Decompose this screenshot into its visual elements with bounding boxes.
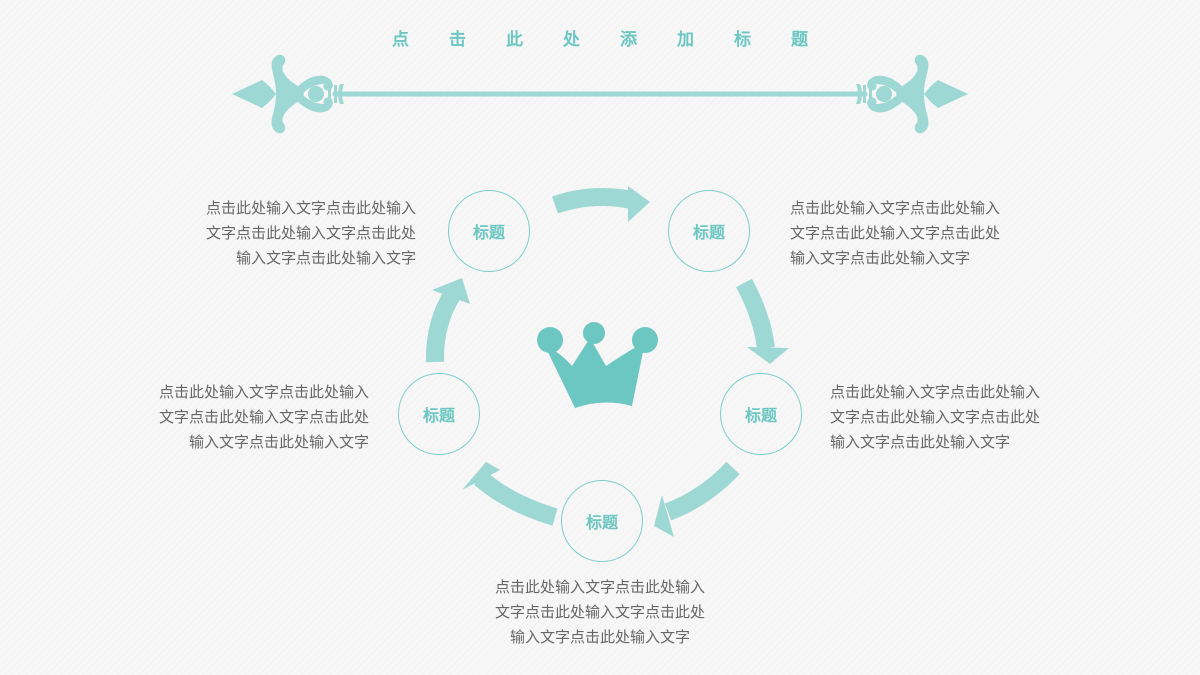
- arrowhead-left: [432, 278, 470, 304]
- arrow-bottom-left: [474, 471, 558, 526]
- desc-left: 点击此处输入文字点击此处输入文字点击此处输入文字点击此处输入文字点击此处输入文字: [158, 383, 369, 451]
- cycle-arrows: [425, 188, 775, 526]
- arrow-left: [425, 287, 462, 363]
- desc-top-right: 点击此处输入文字点击此处输入文字点击此处输入文字点击此处输入文字点击此处输入文字: [790, 199, 1001, 267]
- ornament-right-icon: [856, 54, 968, 134]
- node-top-right: 标题: [668, 190, 750, 272]
- desc-right: 点击此处输入文字点击此处输入文字点击此处输入文字点击此处输入文字点击此处输入文字: [830, 383, 1041, 451]
- arrowhead-bottom-left: [462, 462, 500, 490]
- crown-icon: [537, 322, 658, 408]
- node-top-left: 标题: [448, 190, 530, 272]
- header-divider: [232, 54, 968, 134]
- arrow-right-upper: [736, 278, 775, 350]
- arrowhead-top: [628, 186, 650, 222]
- arrow-top: [552, 188, 634, 214]
- node-right: 标题: [720, 373, 802, 455]
- desc-bottom: 点击此处输入文字点击此处输入文字点击此处输入文字点击此处输入文字点击此处输入文字: [494, 578, 705, 646]
- desc-top-left: 点击此处输入文字点击此处输入文字点击此处输入文字点击此处输入文字点击此处输入文字: [205, 199, 416, 267]
- arrow-right-lower: [664, 461, 740, 521]
- arrowhead-right-lower: [654, 495, 674, 537]
- node-left: 标题: [398, 373, 480, 455]
- arrow-heads: [432, 186, 789, 537]
- arrowhead-right-upper: [747, 347, 789, 364]
- ornament-left-icon: [232, 54, 344, 134]
- page-title: 点击此处添加标题: [392, 30, 848, 50]
- node-bottom: 标题: [561, 480, 643, 562]
